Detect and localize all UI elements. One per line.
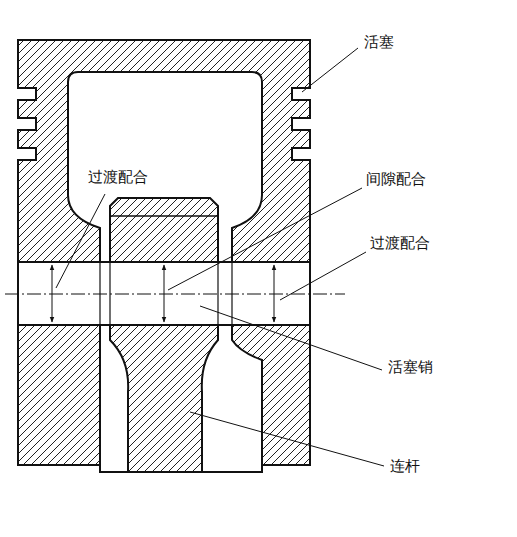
leader-line	[168, 188, 362, 290]
leader-line	[302, 48, 358, 92]
leader-line	[280, 252, 366, 300]
leader-line	[200, 306, 382, 370]
part-label: 活塞销	[386, 358, 435, 376]
part-label: 活塞	[362, 33, 396, 51]
connecting-rod	[110, 198, 218, 472]
part-label: 间隙配合	[364, 170, 428, 188]
part-label: 过渡配合	[86, 168, 150, 186]
leader-line	[56, 194, 105, 288]
part-label: 过渡配合	[368, 234, 432, 252]
rod-bushing-line	[110, 215, 218, 217]
leader-line	[190, 412, 384, 466]
pin-boss-edge	[217, 262, 218, 325]
part-label: 连杆	[388, 457, 422, 475]
center-line	[5, 294, 345, 295]
